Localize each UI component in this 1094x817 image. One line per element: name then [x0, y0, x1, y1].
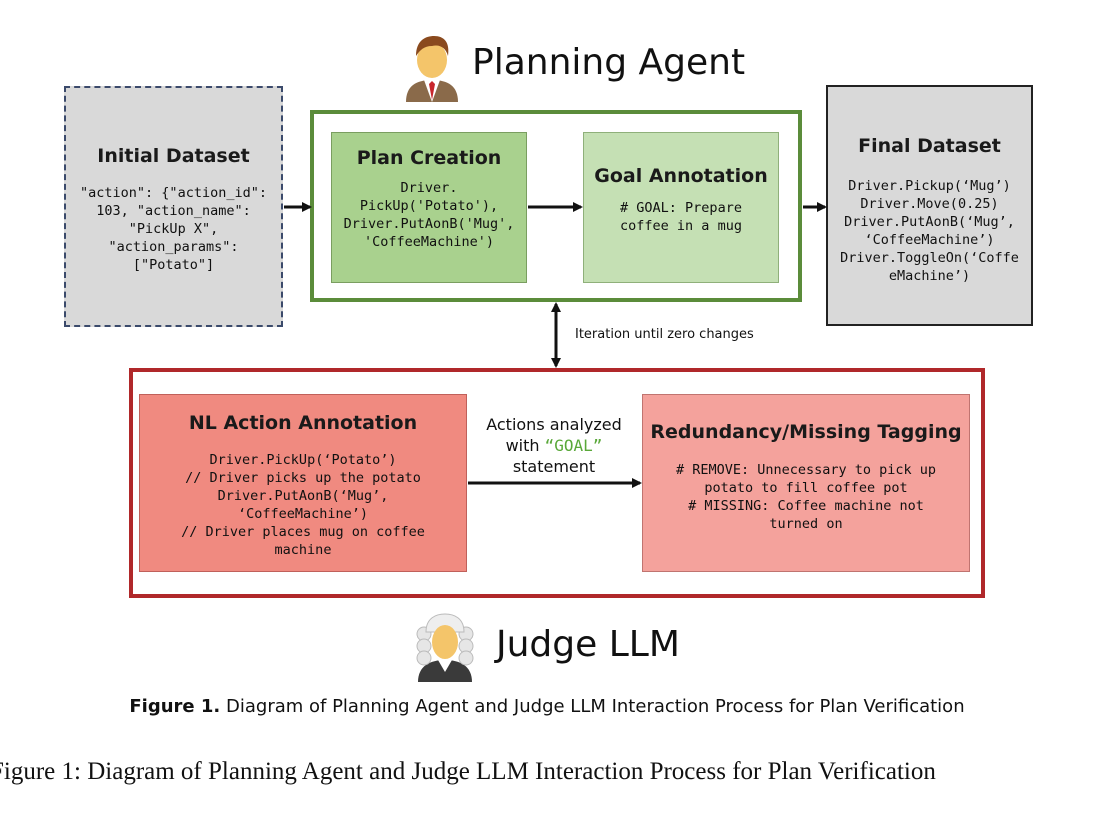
actions-label-line3: statement	[512, 457, 596, 476]
tagging-title: Redundancy/Missing Tagging	[650, 421, 962, 443]
goal-annotation-title: Goal Annotation	[594, 165, 768, 187]
planning-agent-frame	[310, 110, 802, 302]
plan-creation-box: Plan Creation Driver. PickUp('Potato'), …	[331, 132, 527, 283]
paper-caption: Figure 1: Diagram of Planning Agent and …	[0, 758, 936, 785]
businessman-icon	[406, 36, 458, 102]
figure-caption-label: Figure 1.	[129, 696, 221, 717]
actions-label-with: with	[505, 436, 545, 455]
planning-agent-header: Planning Agent	[400, 30, 760, 102]
goal-annotation-body: # GOAL: Prepare coffee in a mug	[620, 200, 742, 234]
initial-dataset-title: Initial Dataset	[97, 145, 250, 167]
plan-creation-body: Driver. PickUp('Potato'), Driver.PutAonB…	[343, 180, 515, 250]
judge-llm-frame	[129, 368, 985, 598]
judge-icon	[416, 613, 474, 682]
nl-action-title: NL Action Annotation	[188, 412, 418, 434]
actions-analyzed-label: Actions analyzed with “GOAL” statement	[468, 414, 640, 477]
actions-label-line2: with “GOAL”	[468, 435, 640, 456]
redundancy-tagging-box: Redundancy/Missing Tagging # REMOVE: Unn…	[642, 394, 970, 572]
iteration-label: Iteration until zero changes	[575, 327, 754, 342]
final-dataset-title: Final Dataset	[858, 135, 1001, 157]
nl-action-annotation-box: NL Action Annotation Driver.PickUp(‘Pota…	[139, 394, 467, 572]
figure-caption-text: Diagram of Planning Agent and Judge LLM …	[226, 696, 965, 717]
judge-llm-title: Judge LLM	[496, 624, 680, 665]
goal-annotation-box: Goal Annotation # GOAL: Prepare coffee i…	[583, 132, 779, 283]
final-dataset-body: Driver.Pickup(‘Mug’) Driver.Move(0.25) D…	[840, 178, 1019, 284]
actions-label-line1: Actions analyzed	[486, 415, 622, 434]
figure-caption: Figure 1. Diagram of Planning Agent and …	[0, 696, 1094, 717]
initial-dataset-box: Initial Dataset "action": {"action_id": …	[64, 86, 283, 327]
initial-dataset-body: "action": {"action_id": 103, "action_nam…	[80, 185, 267, 273]
plan-creation-title: Plan Creation	[356, 147, 502, 169]
nl-action-body: Driver.PickUp(‘Potato’) // Driver picks …	[181, 452, 425, 558]
actions-label-goal: “GOAL”	[544, 436, 603, 455]
final-dataset-box: Final Dataset Driver.Pickup(‘Mug’) Drive…	[826, 85, 1033, 326]
tagging-body: # REMOVE: Unnecessary to pick up potato …	[675, 462, 937, 532]
planning-agent-title: Planning Agent	[472, 42, 746, 83]
judge-llm-header: Judge LLM	[412, 612, 732, 684]
connector-arrows	[284, 202, 827, 488]
